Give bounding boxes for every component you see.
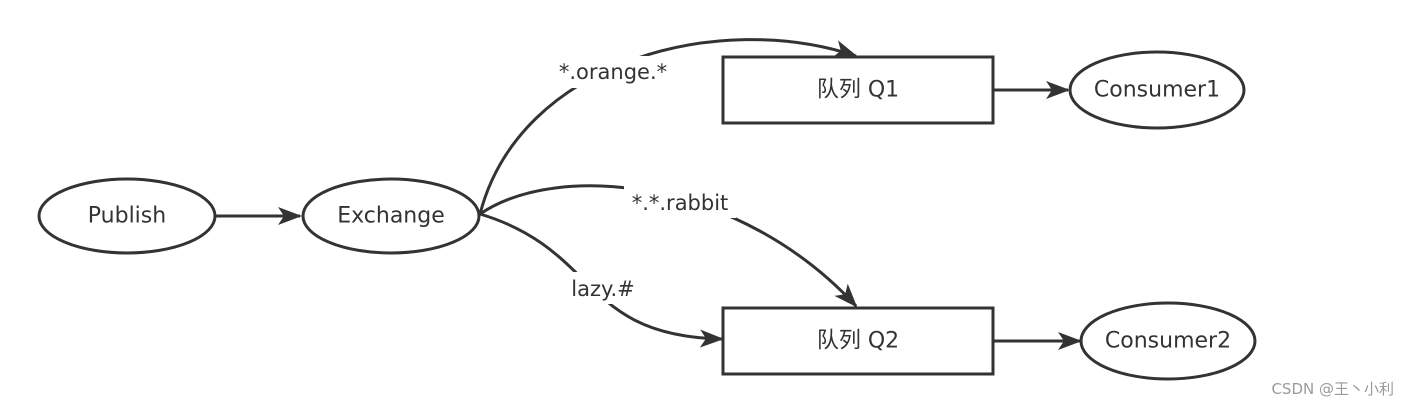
consumer2-node: Consumer2	[1079, 301, 1257, 381]
routing-key-lazy-label: lazy.#	[571, 277, 634, 301]
queue2-node: 队列 Q2	[721, 306, 995, 376]
routing-key-orange: *.orange.*	[552, 56, 674, 88]
consumer1-label: Consumer1	[1094, 78, 1220, 103]
watermark-text: CSDN @王丶小利	[1271, 380, 1394, 398]
consumer1-node: Consumer1	[1068, 50, 1246, 130]
queue2-label: 队列 Q2	[817, 329, 899, 354]
exchange-node: Exchange	[301, 177, 481, 255]
exchange-label: Exchange	[337, 204, 445, 229]
queue1-node: 队列 Q1	[721, 55, 995, 125]
consumer2-label: Consumer2	[1105, 329, 1231, 354]
routing-key-lazy: lazy.#	[564, 272, 642, 304]
queue1-label: 队列 Q1	[817, 78, 899, 103]
publish-label: Publish	[88, 204, 166, 229]
routing-key-rabbit: *.*.rabbit	[624, 186, 736, 218]
routing-key-orange-label: *.orange.*	[559, 60, 667, 84]
publish-node: Publish	[37, 177, 217, 255]
routing-key-rabbit-label: *.*.rabbit	[632, 191, 729, 215]
